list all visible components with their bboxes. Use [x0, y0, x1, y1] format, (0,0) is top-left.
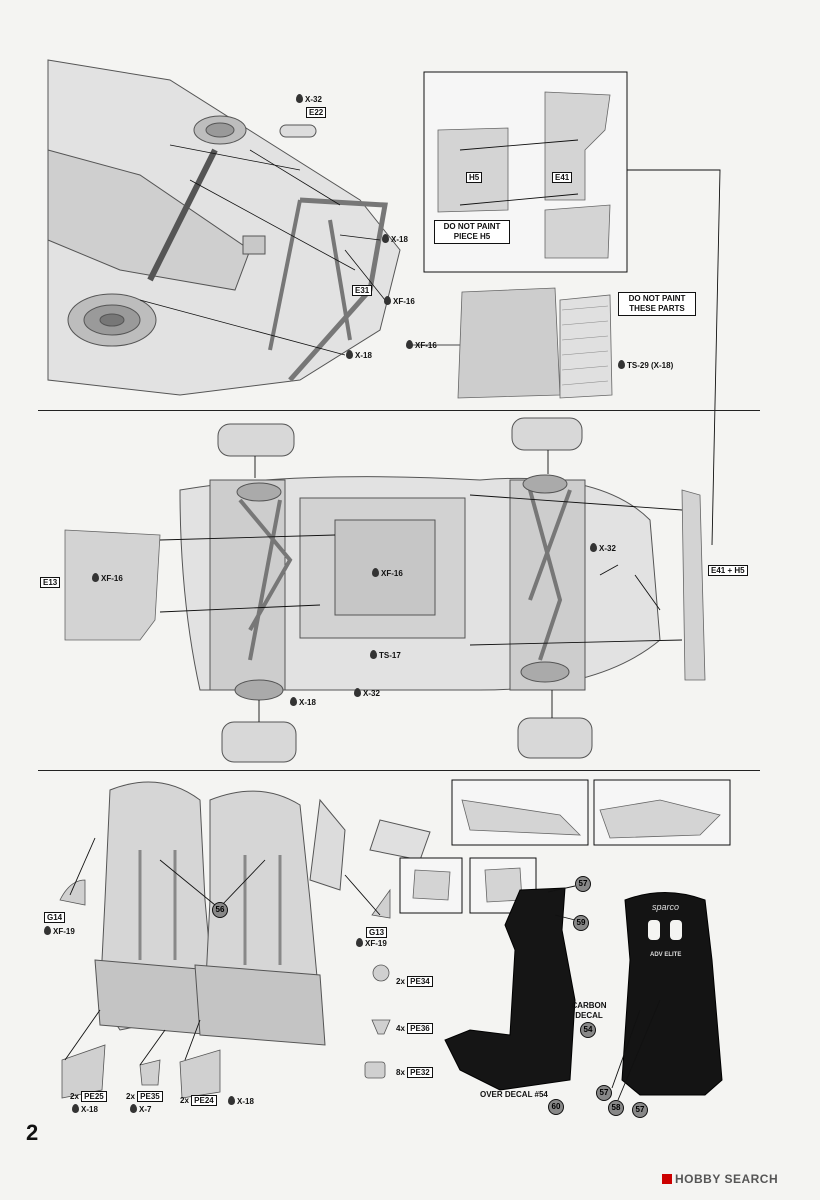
paint-label: X-18: [72, 1104, 98, 1114]
pe-label-pe24: 2x PE24: [180, 1095, 217, 1106]
paint-label: TS-17: [370, 650, 401, 660]
paint-label: XF-19: [44, 926, 75, 936]
carbon-decal-label: CARBON DECAL: [571, 1001, 607, 1020]
note-do-not-paint-parts: DO NOT PAINT THESE PARTS: [618, 292, 696, 316]
paint-drop-icon: [590, 543, 597, 552]
paint-label: X-32: [354, 688, 380, 698]
paint-drop-icon: [296, 94, 303, 103]
paint-drop-icon: [618, 360, 625, 369]
paint-drop-icon: [356, 938, 363, 947]
paint-label: X-7: [130, 1104, 151, 1114]
seat-model-text: ADV ELITE: [650, 952, 682, 958]
paint-label: XF-19: [356, 938, 387, 948]
decal-number-57: 57: [575, 876, 591, 892]
decal-number-54: 54: [580, 1022, 596, 1038]
paint-label: X-32: [590, 543, 616, 553]
paint-label: X-18: [346, 350, 372, 360]
paint-drop-icon: [346, 350, 353, 359]
note-do-not-paint-h5: DO NOT PAINT PIECE H5: [434, 220, 510, 244]
paint-drop-icon: [72, 1104, 79, 1113]
leader-lines-section2: [159, 450, 683, 722]
decal-number-57: 57: [596, 1085, 612, 1101]
decal-number-57: 57: [632, 1102, 648, 1118]
section-divider-2: [38, 770, 760, 771]
watermark: HOBBY SEARCH: [662, 1172, 778, 1186]
paint-label: XF-16: [384, 296, 415, 306]
paint-drop-icon: [406, 340, 413, 349]
decal-number-58: 58: [608, 1100, 624, 1116]
page-number: 2: [26, 1120, 39, 1145]
part-label-e13: E13: [40, 577, 61, 588]
paint-drop-icon: [92, 573, 99, 582]
paint-drop-icon: [382, 234, 389, 243]
underside-panels: [457, 287, 613, 399]
decal-number-59: 59: [573, 915, 589, 931]
paint-drop-icon: [370, 650, 377, 659]
inset-arrows: [459, 139, 721, 546]
part-label-e41: E41: [552, 172, 573, 183]
paint-drop-icon: [384, 296, 391, 305]
part-label-g13: G13: [366, 927, 388, 938]
part-label-e41-h5: E41 + H5: [708, 565, 748, 576]
pe-label-pe35: 2x PE35: [126, 1091, 163, 1102]
paint-label: X-18: [290, 697, 316, 707]
seats-illustration: [94, 781, 431, 1046]
paint-drop-icon: [228, 1096, 235, 1105]
pe-label-pe25: 2x PE25: [70, 1091, 107, 1102]
decal-number-56: 56: [212, 902, 228, 918]
paint-drop-icon: [290, 697, 297, 706]
side-panels: [64, 489, 706, 681]
part-label-g14: G14: [44, 912, 66, 923]
pe-label-pe36: 4x PE36: [396, 1023, 433, 1034]
paint-drop-icon: [372, 568, 379, 577]
seat-brand-logo: sparco: [652, 902, 680, 912]
paint-label: TS-29 (X-18): [618, 360, 673, 370]
pe-label-pe34: 2x PE34: [396, 976, 433, 987]
part-label-h5: H5: [466, 172, 483, 183]
paint-drop-icon: [130, 1104, 137, 1113]
part-label-e22: E22: [306, 107, 327, 118]
black-seat-side: [444, 887, 576, 1091]
paint-label: X-18: [382, 234, 408, 244]
part-label-e31: E31: [352, 285, 373, 296]
paint-label: X-32: [296, 94, 322, 104]
section-divider-1: [38, 410, 760, 411]
leader-lines-section1: [139, 144, 591, 363]
paint-drop-icon: [44, 926, 51, 935]
leader-lines-section3: [64, 837, 661, 1101]
hobbysearch-logo-icon: [662, 1174, 672, 1184]
paint-label: XF-16: [372, 568, 403, 578]
over-decal-label: OVER DECAL #54: [480, 1090, 548, 1099]
car-underbody-illustration: [179, 476, 661, 691]
paint-drop-icon: [354, 688, 361, 697]
decal-number-60: 60: [548, 1099, 564, 1115]
rear-suspension-illustration: [47, 59, 401, 396]
black-seat-front: [621, 892, 723, 1096]
tires: [217, 417, 593, 763]
small-brackets: [59, 879, 391, 1099]
paint-label: XF-16: [406, 340, 437, 350]
paint-label: X-18: [228, 1096, 254, 1106]
pe-label-pe32: 8x PE32: [396, 1067, 433, 1078]
paint-label: XF-16: [92, 573, 123, 583]
